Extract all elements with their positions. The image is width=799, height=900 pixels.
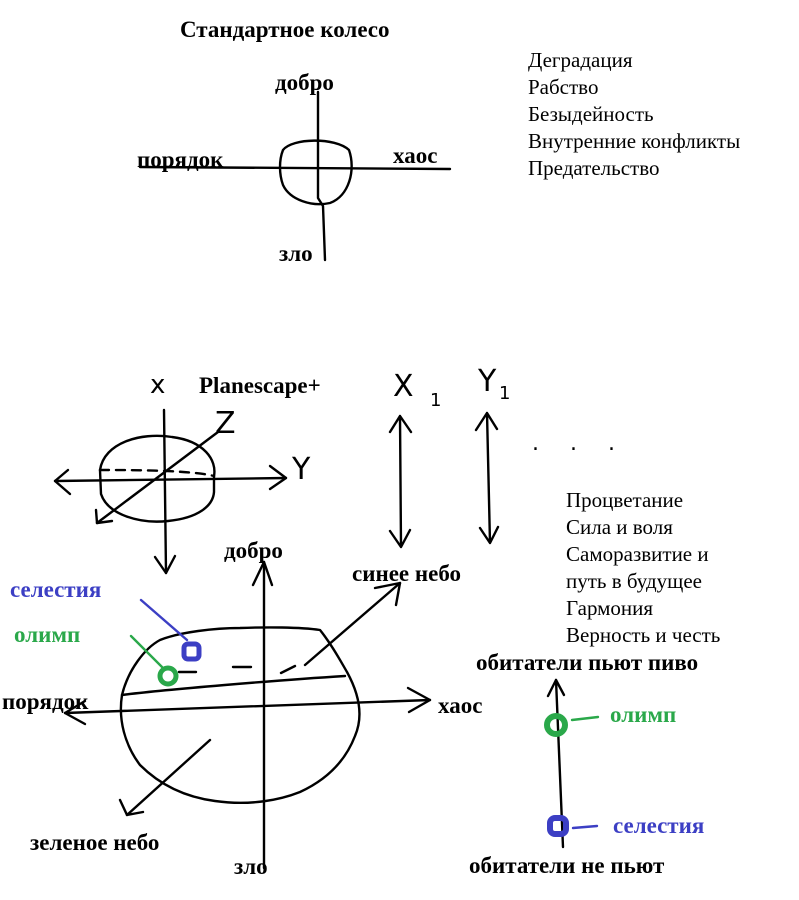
small-axis-vertical: [162, 408, 168, 575]
standard-wheel-drawing: [138, 90, 452, 262]
scale-line: [554, 678, 565, 849]
small-disk-top: [98, 434, 216, 478]
list-item: Сила и воля: [566, 515, 673, 539]
big-horizontal-axis: [63, 698, 432, 715]
olympus-label: олимп: [14, 622, 81, 647]
celestia-marker: [181, 641, 202, 662]
more-dimensions-ellipsis: . . .: [532, 431, 627, 456]
small-axis-right-arrow: [268, 464, 288, 491]
small-axis-down-arrow: [153, 554, 177, 575]
big-blue-sky-axis: [303, 581, 402, 667]
celestia-label: селестия: [10, 577, 102, 602]
y1-index: 1: [499, 383, 511, 404]
list-item: Саморазвитие и: [566, 542, 709, 566]
y1-double-arrow: [474, 411, 500, 545]
list-item: Рабство: [528, 75, 599, 99]
x1-index: 1: [430, 390, 442, 411]
planescape-title: Planescape+: [199, 373, 321, 398]
small-axis-left-arrow: [53, 468, 72, 496]
y1-label: Y: [478, 364, 497, 399]
top-good-label: добро: [275, 70, 334, 95]
top-order-label: порядок: [137, 147, 224, 172]
big-green-sky-axis: [125, 738, 212, 817]
small-y-label: Y: [292, 452, 311, 487]
big-left-arrow: [63, 699, 87, 726]
big-blue-sky-label: синее небо: [352, 561, 462, 586]
top-chaos-label: хаос: [393, 143, 438, 168]
scale-arrow: [546, 678, 566, 698]
small-axis-diagonal: [95, 430, 220, 525]
big-inner-dash-2: [279, 664, 297, 675]
scale-bottom-label: обитатели не пьют: [469, 853, 665, 878]
big-blob: [119, 626, 361, 804]
list-item: Гармония: [566, 596, 654, 620]
small-disk-sides: [98, 468, 216, 523]
scale-olympus-pointer: [570, 715, 600, 722]
big-blob-equator: [120, 674, 347, 697]
planescape-drawing: [63, 560, 432, 870]
big-chaos-label: хаос: [438, 693, 483, 718]
big-green-sky-label: зеленое небо: [30, 830, 160, 855]
wheel-horizontal-axis: [138, 165, 452, 171]
big-good-label: добро: [224, 538, 283, 563]
scale-olympus-marker: [544, 713, 568, 737]
x1-double-arrow: [388, 414, 413, 549]
scale-celestia-label: селестия: [613, 813, 705, 838]
list-item: Процветание: [566, 488, 684, 512]
wheel-circle: [278, 139, 353, 206]
big-vertical-arrow: [251, 560, 274, 587]
positive-traits-list: Процветание Сила и воля Саморазвитие и п…: [566, 487, 720, 649]
wheel-vertical-axis: [316, 90, 327, 262]
scale-celestia-marker: [547, 815, 569, 837]
small-3d-axes-drawing: [53, 408, 288, 575]
olympus-marker: [157, 665, 179, 687]
list-item: Верность и честь: [566, 623, 721, 647]
big-right-arrow: [406, 686, 432, 714]
big-order-label: порядок: [2, 689, 89, 714]
list-item: Безыдейность: [528, 102, 654, 126]
list-item: Деградация: [528, 48, 633, 72]
scale-celestia-pointer: [571, 824, 599, 830]
list-item: путь в будущее: [566, 569, 702, 593]
list-item: Предательство: [528, 156, 660, 180]
small-disk-back: [98, 468, 216, 478]
standard-wheel-title: Стандартное колесо: [180, 17, 390, 42]
big-evil-label: зло: [234, 854, 268, 879]
x1-label: X: [393, 369, 414, 404]
list-item: Внутренние конфликты: [528, 129, 741, 153]
small-axis-horizontal: [53, 476, 288, 483]
small-z-label: Z: [215, 406, 236, 441]
big-green-sky-arrow: [118, 798, 145, 817]
big-blue-sky-arrow: [373, 581, 402, 607]
scale-olympus-label: олимп: [610, 702, 677, 727]
markers: [129, 598, 600, 837]
negative-traits-list: Деградация Рабство Безыдейность Внутренн…: [528, 47, 740, 182]
top-evil-label: зло: [279, 241, 313, 266]
scale-top-label: обитатели пьют пиво: [476, 650, 699, 675]
dimension-arrows-drawing: [388, 411, 500, 549]
olympus-pointer-line: [129, 634, 164, 669]
celestia-pointer-line: [139, 598, 189, 642]
small-x-label: x: [150, 370, 166, 400]
small-axis-diag-arrow: [94, 508, 114, 525]
